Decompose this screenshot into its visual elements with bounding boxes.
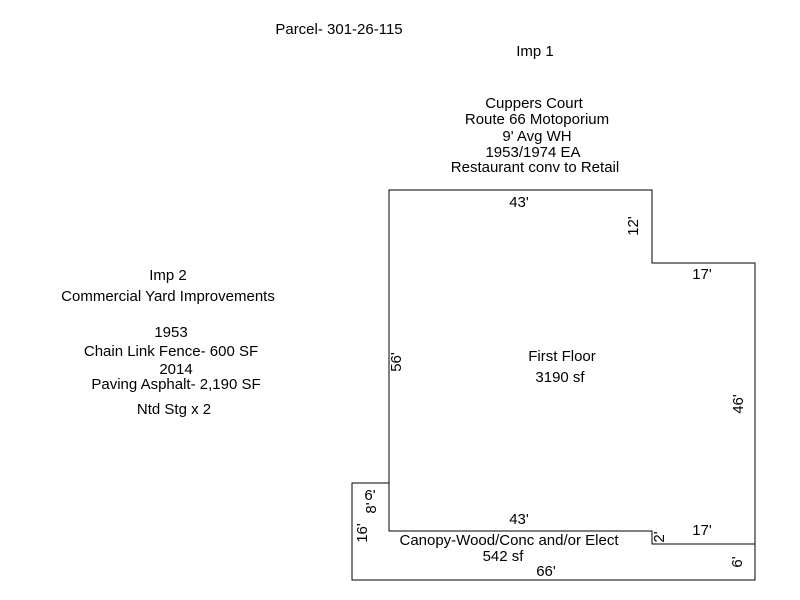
dim-canopy-right: 6': [729, 556, 746, 567]
imp1-line-year: 1953/1974 EA: [485, 144, 580, 161]
canopy-outline: [351, 482, 756, 581]
imp2-item-paving: Paving Asphalt- 2,190 SF: [91, 376, 260, 393]
imp1-line-use: Restaurant conv to Retail: [451, 159, 619, 176]
dim-notch-vertical: 12': [625, 216, 642, 236]
dim-top: 43': [509, 194, 529, 211]
imp2-item-fence: Chain Link Fence- 600 SF: [84, 343, 258, 360]
canopy-name: Canopy-Wood/Conc and/or Elect: [399, 532, 619, 549]
imp1-label: Imp 1: [516, 43, 554, 60]
dim-canopy-bottom: 66': [536, 563, 556, 580]
imp1-line-business: Route 66 Motoporium: [465, 111, 609, 128]
dim-canopy-left: 16': [354, 523, 371, 543]
dim-bottom-main: 43': [509, 511, 529, 528]
dim-notch-horizontal: 17': [692, 266, 712, 283]
first-floor-name: First Floor: [528, 348, 596, 365]
imp1-line-wall-height: 9' Avg WH: [502, 128, 571, 145]
canopy-area: 542 sf: [483, 548, 525, 565]
dim-right: 46': [730, 394, 747, 414]
parcel-id: Parcel- 301-26-115: [275, 21, 402, 38]
imp2-title: Commercial Yard Improvements: [61, 288, 275, 305]
imp2-item-year-1: 1953: [154, 324, 187, 341]
imp2-item-year-2: 2014: [159, 361, 192, 378]
imp2-item-storage: Ntd Stg x 2: [137, 401, 211, 418]
first-floor-outline: [388, 189, 756, 545]
imp1-line-name: Cuppers Court: [485, 95, 583, 112]
imp2-label: Imp 2: [149, 267, 187, 284]
dim-canopy-upper: 6': [364, 487, 375, 504]
dim-canopy-small: 8': [363, 502, 380, 513]
dim-bottom-right-step: 17': [692, 522, 712, 539]
dim-step-small: 2': [651, 531, 668, 542]
dim-left: 56': [388, 352, 405, 372]
first-floor-area: 3190 sf: [535, 369, 585, 386]
